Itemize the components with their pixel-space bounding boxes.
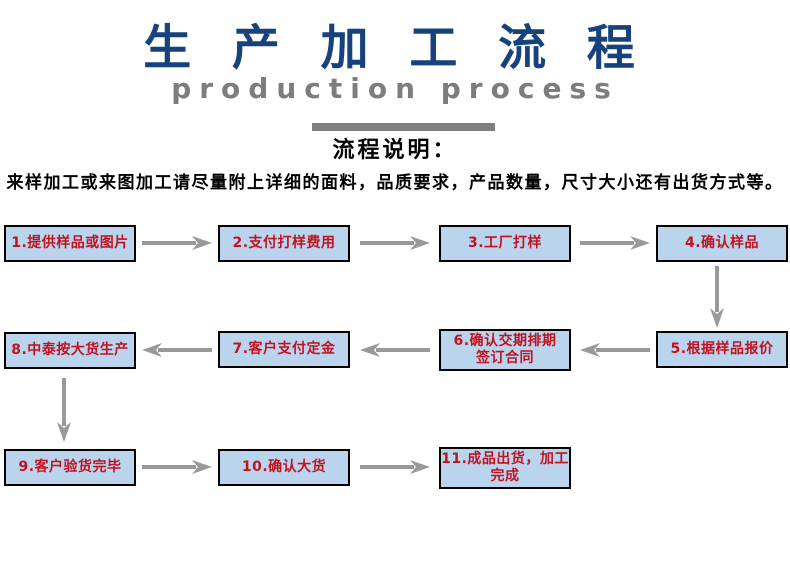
arrow-right-icon	[580, 235, 650, 255]
arrow-left-icon	[142, 342, 212, 362]
flow-step-10: 10.确认大货	[218, 449, 350, 486]
arrow-right-icon	[360, 459, 430, 479]
arrow-down-icon	[56, 378, 72, 446]
flow-step-3: 3.工厂打样	[439, 225, 571, 262]
page-subtitle: production process	[171, 72, 619, 105]
arrow-left-icon	[360, 342, 430, 362]
flow-step-1: 1.提供样品或图片	[4, 225, 136, 262]
flow-step-9: 9.客户验货完毕	[4, 449, 136, 486]
arrow-left-icon	[580, 342, 650, 362]
flow-step-11: 11.成品出货，加工 完成	[439, 447, 571, 489]
flow-step-6: 6.确认交期排期 签订合同	[439, 329, 571, 371]
arrow-down-icon	[709, 266, 725, 332]
arrow-right-icon	[360, 235, 430, 255]
flow-step-4: 4.确认样品	[656, 225, 788, 262]
page-title: 生 产 加 工 流 程	[143, 20, 647, 76]
arrow-right-icon	[142, 235, 212, 255]
section-label: 流程说明：	[332, 138, 458, 163]
flow-step-8: 8.中泰按大货生产	[4, 332, 136, 369]
arrow-right-icon	[142, 459, 212, 479]
flow-step-7: 7.客户支付定金	[218, 331, 350, 368]
flow-step-5: 5.根据样品报价	[656, 331, 788, 368]
flow-step-2: 2.支付打样费用	[218, 225, 350, 262]
flow-description: 来样加工或来图加工请尽量附上详细的面料，品质要求，产品数量，尺寸大小还有出货方式…	[6, 173, 784, 193]
divider-bar	[312, 123, 495, 131]
